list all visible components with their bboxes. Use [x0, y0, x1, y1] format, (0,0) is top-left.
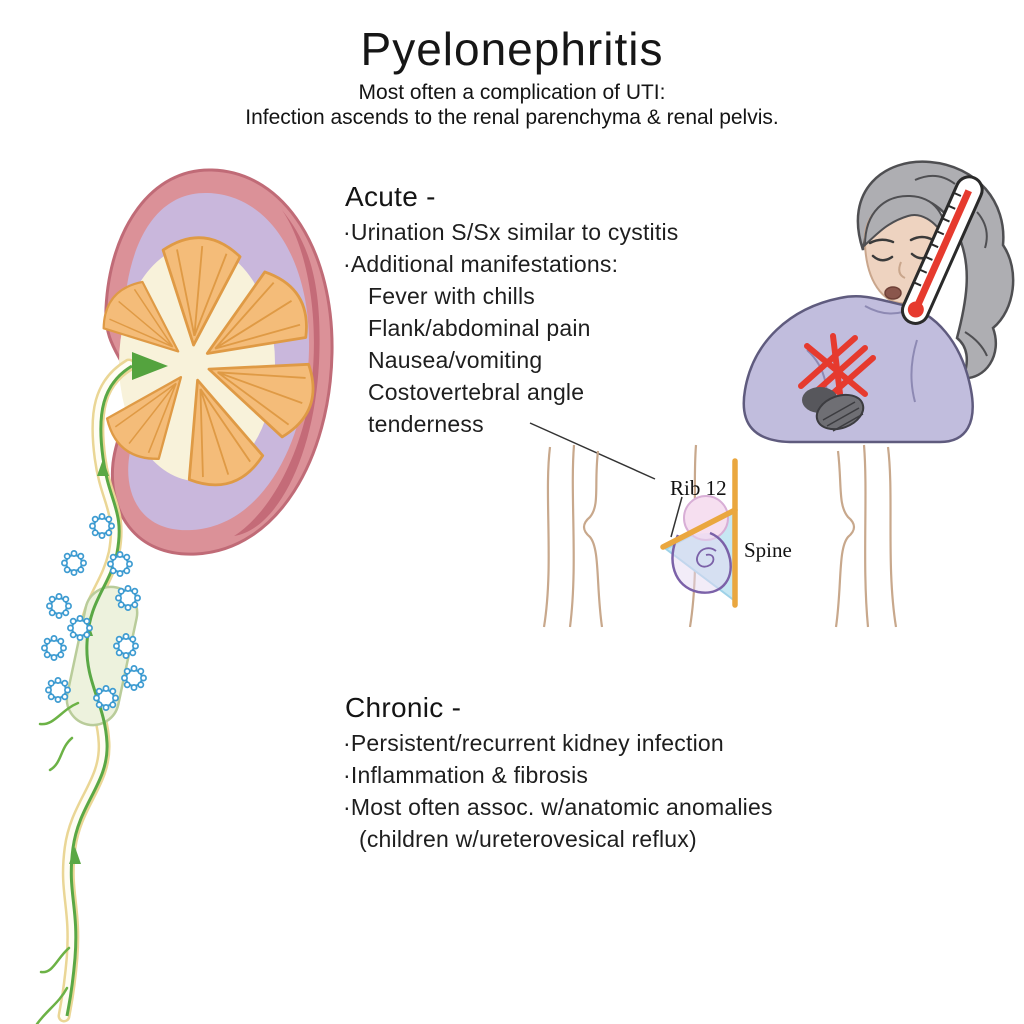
acute-section-heading: Acute -	[345, 181, 436, 212]
hair-fringe	[863, 194, 947, 248]
acute-bullet-manifestations: ·Additional manifestations:	[343, 251, 619, 277]
renal-pelvis	[119, 245, 275, 481]
page-title: Pyelonephritis	[360, 23, 664, 75]
face	[863, 198, 947, 305]
chronic-bullet-inflammation: ·Inflammation & fibrosis	[343, 762, 589, 788]
chronic-section-list: ·Persistent/recurrent kidney infection ·…	[343, 727, 773, 855]
rib-12-bone	[660, 507, 738, 550]
open-mouth	[884, 286, 902, 300]
cva-diagram	[660, 458, 738, 608]
subtitle-line-1: Most often a complication of UTI:	[358, 81, 666, 104]
cva-angle-triangle	[664, 510, 736, 604]
kidney-upper-pole	[683, 495, 729, 541]
rib-12-label: Rib 12	[670, 476, 727, 500]
sick-patient-illustration	[742, 160, 1015, 444]
acute-sub-nausea: Nausea/vomiting	[368, 347, 543, 373]
right-body-outline	[834, 444, 898, 628]
thermometer-icon	[900, 175, 984, 325]
acute-section-list: ·Urination S/Sx similar to cystitis ·Add…	[343, 216, 678, 440]
kidney-outer-capsule	[104, 168, 334, 556]
dilated-ureter-segment	[65, 585, 139, 727]
chronic-bullet-anomalies: ·Most often assoc. w/anatomic anomalies	[343, 794, 773, 820]
rib-label-pointer	[670, 496, 683, 538]
acute-sub-cva-line2: tenderness	[368, 411, 484, 437]
kidney-shading-crescent	[234, 210, 320, 536]
hair	[856, 160, 1015, 380]
clothing	[742, 295, 974, 444]
ureter	[57, 358, 136, 1023]
nose	[898, 261, 906, 279]
kidney-outline	[671, 531, 732, 594]
bacteria-cluster	[40, 512, 148, 712]
kidney-parenchyma	[123, 192, 310, 531]
acute-sub-fever: Fever with chills	[368, 283, 535, 309]
chronic-sub-reflux: (children w/ureterovesical reflux)	[359, 826, 697, 852]
closed-eyes	[868, 235, 935, 262]
subtitle-line-2: Infection ascends to the renal parenchym…	[245, 106, 779, 129]
pain-mark-icon	[798, 333, 876, 405]
kidney-illustration	[35, 168, 334, 1024]
spine-label: Spine	[744, 538, 792, 562]
hilum-infection-arrow-icon	[132, 352, 168, 380]
ascending-infection-path	[35, 364, 133, 1024]
chronic-bullet-persistent: ·Persistent/recurrent kidney infection	[343, 730, 724, 756]
hand	[802, 387, 865, 432]
left-body-outline	[542, 444, 698, 628]
chronic-section-heading: Chronic -	[345, 692, 462, 723]
cva-back-illustration: Rib 12 Spine	[529, 422, 898, 628]
acute-sub-cva-line1: Costovertebral angle	[368, 379, 585, 405]
acute-bullet-urination: ·Urination S/Sx similar to cystitis	[343, 219, 679, 245]
renal-pyramids	[93, 233, 325, 496]
acute-sub-flank-pain: Flank/abdominal pain	[368, 315, 591, 341]
